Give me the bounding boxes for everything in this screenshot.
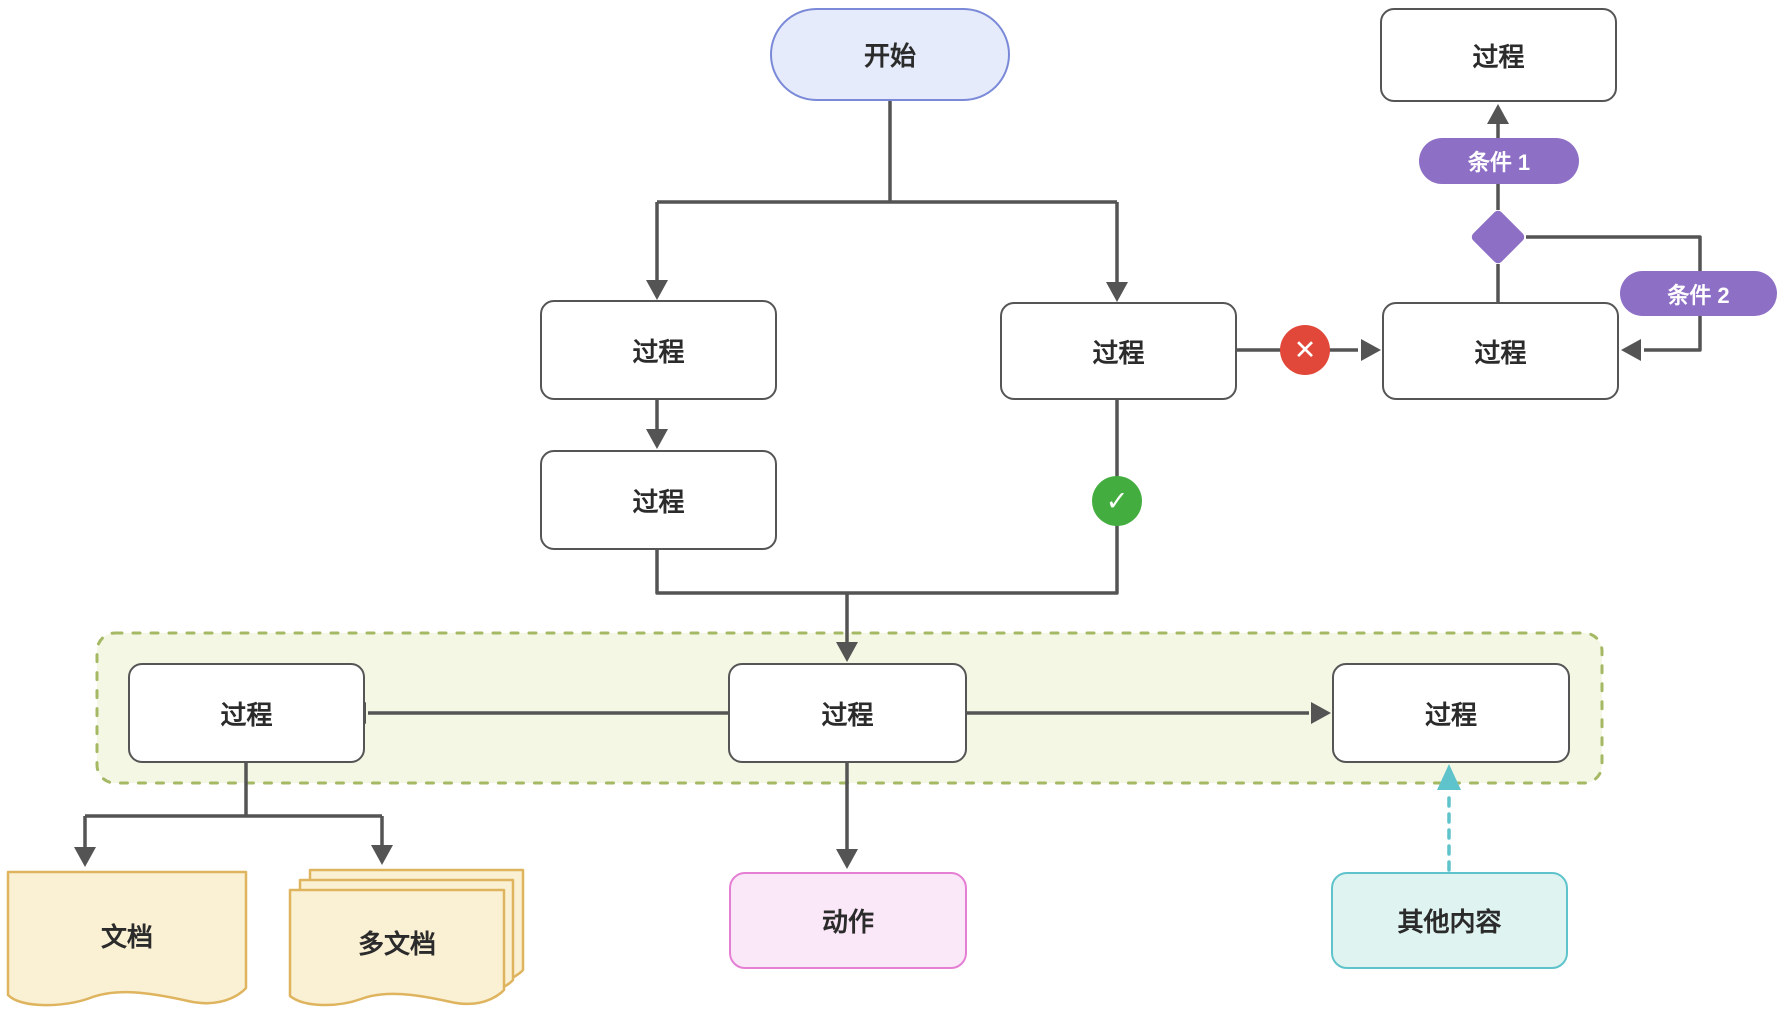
- other-content-node: 其他内容: [1331, 872, 1568, 969]
- arrowhead-into-multi-document: [371, 845, 393, 865]
- fail-x-icon: ✕: [1280, 325, 1330, 375]
- subgraph-process-node-center: 过程: [728, 663, 967, 763]
- multi-document-node-label: 多文档: [297, 912, 497, 972]
- arrowhead-into-subgraph-right: [1311, 702, 1331, 724]
- process-node-label: 过程: [632, 486, 685, 517]
- condition-2-text: 条件 2: [1667, 282, 1730, 308]
- document-shape: [6, 870, 248, 1007]
- condition-1-text: 条件 1: [1467, 150, 1531, 175]
- process-node-right: 过程: [1382, 302, 1619, 400]
- edge-start-split: [655, 101, 1119, 284]
- subgraph-process-node-left: 过程: [128, 663, 365, 763]
- process-node-label: 过程: [1472, 41, 1525, 72]
- process-node-label: 过程: [220, 699, 273, 730]
- document-node-label: 文档: [27, 905, 227, 965]
- start-node-label: 开始: [863, 41, 916, 71]
- process-node-label: 过程: [821, 699, 874, 730]
- arrowhead-into-process-top-right: [1487, 104, 1509, 124]
- process-node-top-right: 过程: [1380, 8, 1617, 102]
- fail-x-glyph: ✕: [1293, 334, 1317, 365]
- process-node-label: 过程: [1092, 337, 1145, 368]
- start-node: 开始: [770, 8, 1010, 101]
- arrowhead-into-process-center: [1106, 282, 1128, 302]
- process-node-left-2: 过程: [540, 450, 777, 550]
- process-node-top-left: 过程: [540, 300, 777, 400]
- condition-2-label-pill: 条件 2: [1620, 271, 1777, 316]
- action-node: 动作: [729, 872, 967, 969]
- arrowhead-into-process-top-left: [646, 280, 668, 300]
- process-node-center: 过程: [1000, 302, 1237, 400]
- process-node-label: 过程: [632, 336, 685, 367]
- action-node-label: 动作: [821, 907, 874, 937]
- multi-document-text: 多文档: [357, 928, 436, 959]
- other-content-label: 其他内容: [1397, 907, 1502, 937]
- subgraph-process-node-right: 过程: [1332, 663, 1570, 763]
- multi-document-sheet-front: [288, 888, 506, 1007]
- success-check-icon: ✓: [1092, 476, 1142, 526]
- arrowhead-into-document: [74, 847, 96, 867]
- process-node-label: 过程: [1474, 337, 1527, 368]
- condition-1-label-pill: 条件 1: [1419, 138, 1579, 184]
- document-text: 文档: [100, 921, 153, 952]
- edge-merge-to-subgraph: [655, 400, 1119, 645]
- arrowhead-into-process-right: [1361, 339, 1381, 361]
- arrowhead-into-subgraph-center: [836, 642, 858, 662]
- arrowhead-into-process-left-2: [646, 429, 668, 449]
- edge-subgraph-left-to-documents: [83, 763, 384, 847]
- arrowhead-into-action: [836, 849, 858, 869]
- arrowhead-condition2-into-process-right: [1621, 339, 1641, 361]
- process-node-label: 过程: [1424, 699, 1477, 730]
- arrowhead-other-content-up: [1437, 764, 1461, 790]
- success-check-glyph: ✓: [1105, 485, 1129, 516]
